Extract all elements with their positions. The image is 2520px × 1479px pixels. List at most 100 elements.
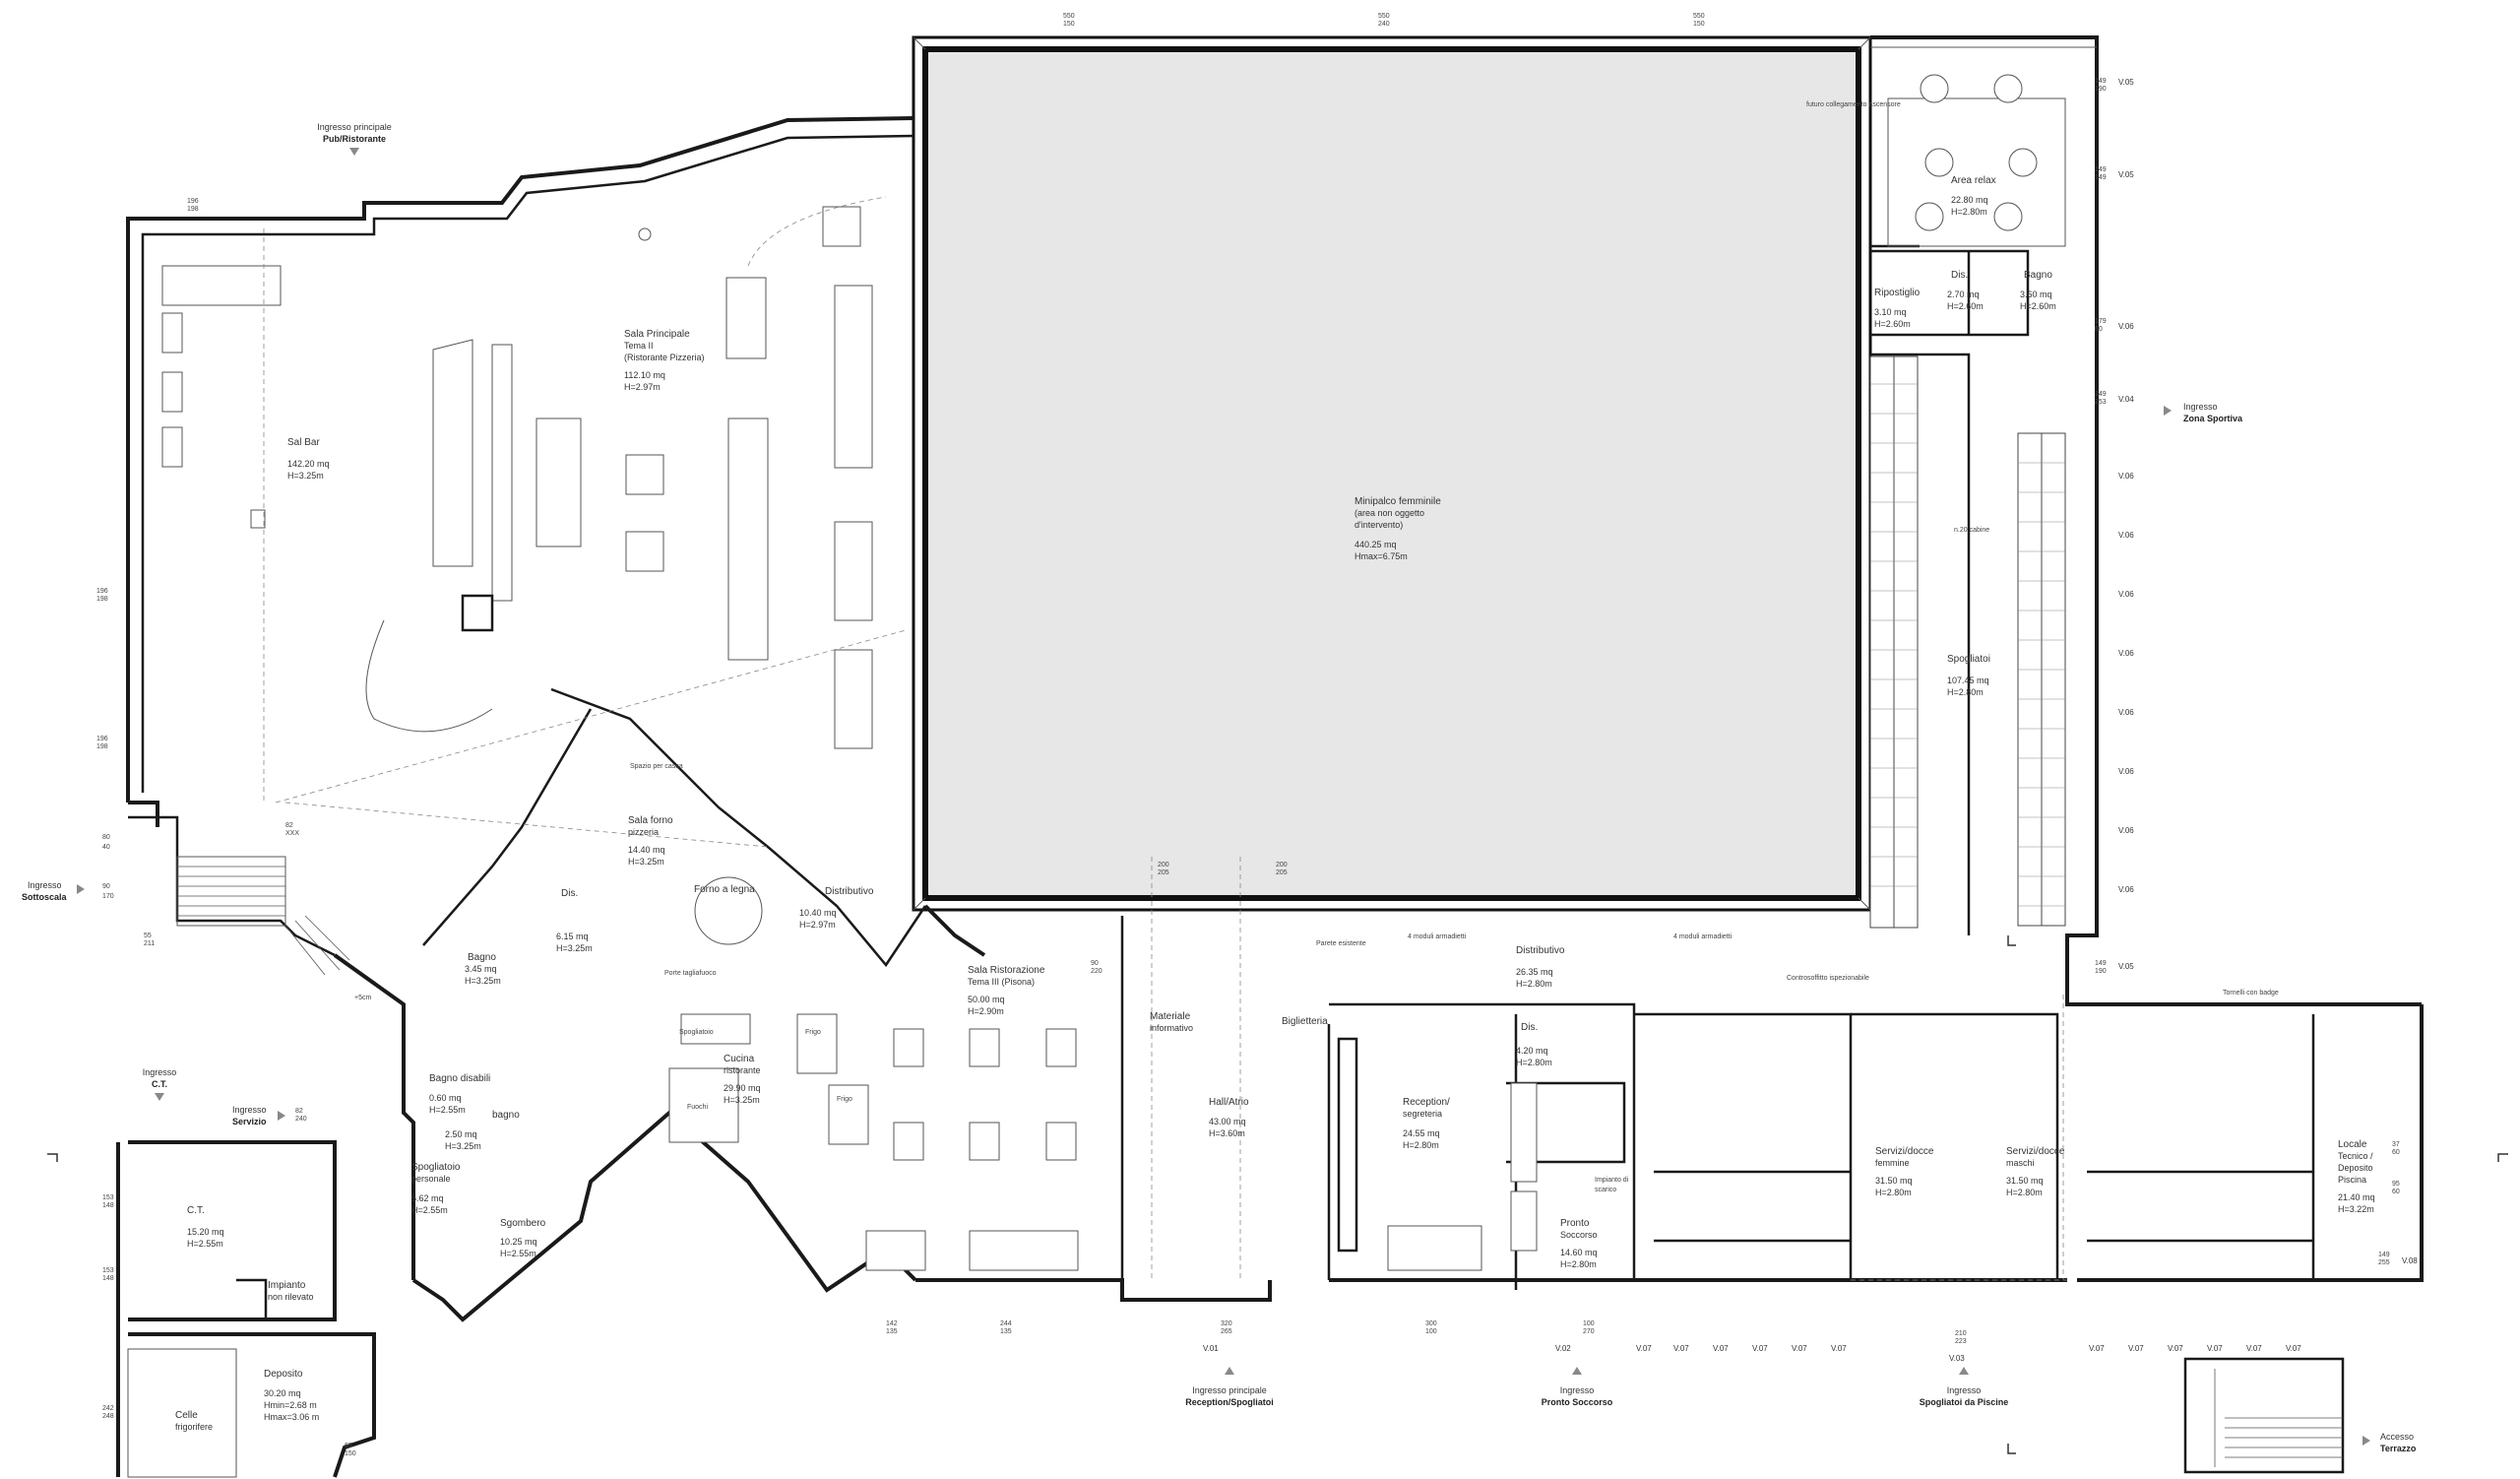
svg-text:Ingresso: Ingresso bbox=[1560, 1385, 1595, 1395]
svg-text:femmine: femmine bbox=[1875, 1158, 1910, 1168]
arrow-down-icon bbox=[155, 1093, 164, 1101]
arrow-right-icon bbox=[77, 884, 85, 894]
svg-text:29.90 mq: 29.90 mq bbox=[724, 1083, 761, 1093]
svg-text:135: 135 bbox=[886, 1328, 898, 1335]
entrance-main-pub[interactable]: Ingresso principale Pub/Ristorante bbox=[317, 122, 392, 156]
svg-text:37: 37 bbox=[2392, 1141, 2400, 1148]
entrance-sportiva[interactable]: Ingresso Zona Sportiva bbox=[2164, 402, 2243, 423]
arrow-up-icon bbox=[1959, 1367, 1969, 1375]
svg-text:Ingresso: Ingresso bbox=[143, 1067, 177, 1077]
svg-text:40: 40 bbox=[102, 844, 110, 851]
svg-text:Dis.: Dis. bbox=[1951, 270, 1968, 281]
svg-text:Fuochi: Fuochi bbox=[687, 1104, 708, 1111]
svg-text:H=3.25m: H=3.25m bbox=[465, 976, 501, 986]
svg-text:V.07: V.07 bbox=[1792, 1344, 1807, 1353]
svg-text:50.00 mq: 50.00 mq bbox=[968, 995, 1005, 1004]
room-label-hall: Hall/Atrio 43.00 mq H=3.60m bbox=[1209, 1097, 1249, 1138]
svg-text:Controsoffitto ispezionabile: Controsoffitto ispezionabile bbox=[1787, 975, 1869, 982]
svg-text:14.40 mq: 14.40 mq bbox=[628, 845, 665, 855]
svg-text:H=3.25m: H=3.25m bbox=[445, 1141, 481, 1151]
svg-text:Hmax=3.06 m: Hmax=3.06 m bbox=[264, 1412, 319, 1422]
svg-text:Forno a legna: Forno a legna bbox=[694, 884, 755, 895]
southwest-block bbox=[116, 1140, 376, 1478]
svg-text:Spogliatoi: Spogliatoi bbox=[1947, 654, 1990, 665]
entrance-servizio[interactable]: Ingresso Servizio bbox=[232, 1105, 285, 1126]
svg-text:4 moduli armadietti: 4 moduli armadietti bbox=[1408, 933, 1467, 940]
svg-text:H=2.80m: H=2.80m bbox=[1951, 207, 1987, 217]
room-label-distrib2: Distributivo 26.35 mq H=2.80m bbox=[1516, 945, 1565, 989]
svg-text:H=2.80m: H=2.80m bbox=[1516, 979, 1552, 989]
svg-text:196: 196 bbox=[96, 736, 108, 742]
svg-text:Soccorso: Soccorso bbox=[1560, 1230, 1598, 1240]
svg-text:223: 223 bbox=[1955, 1338, 1967, 1345]
svg-text:Piscina: Piscina bbox=[2338, 1175, 2366, 1185]
room-label-spogliatoi: Spogliatoi 107.45 mq H=2.80m bbox=[1947, 654, 1990, 697]
svg-text:H=2.80m: H=2.80m bbox=[1560, 1259, 1597, 1269]
svg-text:V.06: V.06 bbox=[2118, 708, 2134, 717]
entrance-soccorso[interactable]: Ingresso Pronto Soccorso bbox=[1542, 1367, 1613, 1407]
svg-text:300: 300 bbox=[1425, 1320, 1437, 1327]
svg-text:Spazio per cassa: Spazio per cassa bbox=[630, 763, 683, 770]
svg-text:3.10 mq: 3.10 mq bbox=[1874, 307, 1907, 317]
svg-text:440.25 mq: 440.25 mq bbox=[1354, 540, 1397, 549]
svg-text:Impianto di: Impianto di bbox=[1595, 1177, 1629, 1184]
svg-text:Minipalco femminile: Minipalco femminile bbox=[1354, 496, 1441, 507]
svg-text:H=2.60m: H=2.60m bbox=[1874, 319, 1911, 329]
svg-text:200: 200 bbox=[1276, 862, 1288, 868]
svg-text:Materiale: Materiale bbox=[1150, 1011, 1191, 1022]
svg-text:30.20 mq: 30.20 mq bbox=[264, 1388, 301, 1398]
svg-text:Distributivo: Distributivo bbox=[1516, 945, 1565, 956]
svg-text:Accesso: Accesso bbox=[2380, 1432, 2414, 1442]
svg-text:10.40 mq: 10.40 mq bbox=[799, 908, 837, 918]
svg-text:Ingresso: Ingresso bbox=[2183, 402, 2218, 412]
svg-text:V.07: V.07 bbox=[2207, 1344, 2223, 1353]
room-label-dis3: Dis. 2.70 mq H=2.60m bbox=[1947, 270, 1984, 311]
svg-text:240: 240 bbox=[1378, 21, 1390, 28]
room-label-relax: Area relax 22.80 mq H=2.80m bbox=[1951, 175, 1996, 217]
entrance-piscina[interactable]: Ingresso Spogliatoi da Piscine bbox=[1920, 1367, 2009, 1407]
bar-counter bbox=[365, 339, 582, 733]
svg-text:Tema III (Pisona): Tema III (Pisona) bbox=[968, 977, 1035, 987]
svg-text:V.06: V.06 bbox=[2118, 322, 2134, 331]
svg-text:Bagno: Bagno bbox=[468, 952, 496, 963]
svg-text:Servizi/docce: Servizi/docce bbox=[2006, 1146, 2065, 1157]
room-label-sala-tema3: Sala Ristorazione Tema III (Pisona) 50.0… bbox=[968, 965, 1045, 1016]
room-label-dis1: Dis. 6.15 mq H=3.25m bbox=[556, 888, 593, 953]
svg-text:V.04: V.04 bbox=[2118, 395, 2134, 404]
svg-text:3.60 mq: 3.60 mq bbox=[2020, 289, 2052, 299]
svg-text:Dis.: Dis. bbox=[1521, 1022, 1538, 1033]
entrance-sottoscala[interactable]: Ingresso Sottoscala bbox=[22, 880, 85, 902]
entrance-reception[interactable]: Ingresso principale Reception/Spogliatoi bbox=[1185, 1367, 1274, 1407]
svg-text:Sgombero: Sgombero bbox=[500, 1218, 546, 1229]
entrance-ct[interactable]: Ingresso C.T. bbox=[143, 1067, 177, 1101]
svg-text:personale: personale bbox=[411, 1174, 451, 1184]
svg-text:H=3.25m: H=3.25m bbox=[556, 943, 593, 953]
arrow-up-icon bbox=[1572, 1367, 1582, 1375]
svg-text:+5cm: +5cm bbox=[354, 995, 371, 1001]
entrance-terrazzo[interactable]: Accesso Terrazzo bbox=[2362, 1432, 2417, 1453]
svg-text:Pub/Ristorante: Pub/Ristorante bbox=[323, 134, 386, 144]
svg-text:Porte tagliafuoco: Porte tagliafuoco bbox=[664, 970, 717, 977]
svg-text:H=2.80m: H=2.80m bbox=[1875, 1188, 1912, 1197]
svg-text:H=2.97m: H=2.97m bbox=[624, 382, 661, 392]
svg-text:242: 242 bbox=[102, 1405, 114, 1412]
sbar-furniture bbox=[161, 227, 652, 529]
svg-text:H=2.80m: H=2.80m bbox=[1516, 1058, 1552, 1067]
svg-text:H=2.60m: H=2.60m bbox=[2020, 301, 2056, 311]
svg-text:31.50 mq: 31.50 mq bbox=[2006, 1176, 2044, 1186]
svg-text:4 moduli armadietti: 4 moduli armadietti bbox=[1673, 933, 1732, 940]
svg-text:V.07: V.07 bbox=[1831, 1344, 1847, 1353]
room-label-bagno3: Bagno 3.60 mq H=2.60m bbox=[2020, 270, 2056, 311]
room-label-impianto: Impianto non rilevato bbox=[268, 1280, 314, 1302]
svg-text:V.05: V.05 bbox=[2118, 170, 2134, 179]
svg-text:Ingresso: Ingresso bbox=[232, 1105, 267, 1115]
svg-text:bagno: bagno bbox=[492, 1110, 520, 1121]
stairs-terrazzo bbox=[2183, 1357, 2345, 1474]
svg-text:Deposito: Deposito bbox=[264, 1369, 303, 1380]
svg-text:H=3.25m: H=3.25m bbox=[628, 857, 664, 867]
svg-text:V.07: V.07 bbox=[2128, 1344, 2144, 1353]
svg-text:196: 196 bbox=[96, 588, 108, 595]
svg-text:95: 95 bbox=[2392, 1181, 2400, 1188]
svg-text:H=2.80m: H=2.80m bbox=[1403, 1140, 1439, 1150]
svg-text:V.07: V.07 bbox=[2089, 1344, 2105, 1353]
